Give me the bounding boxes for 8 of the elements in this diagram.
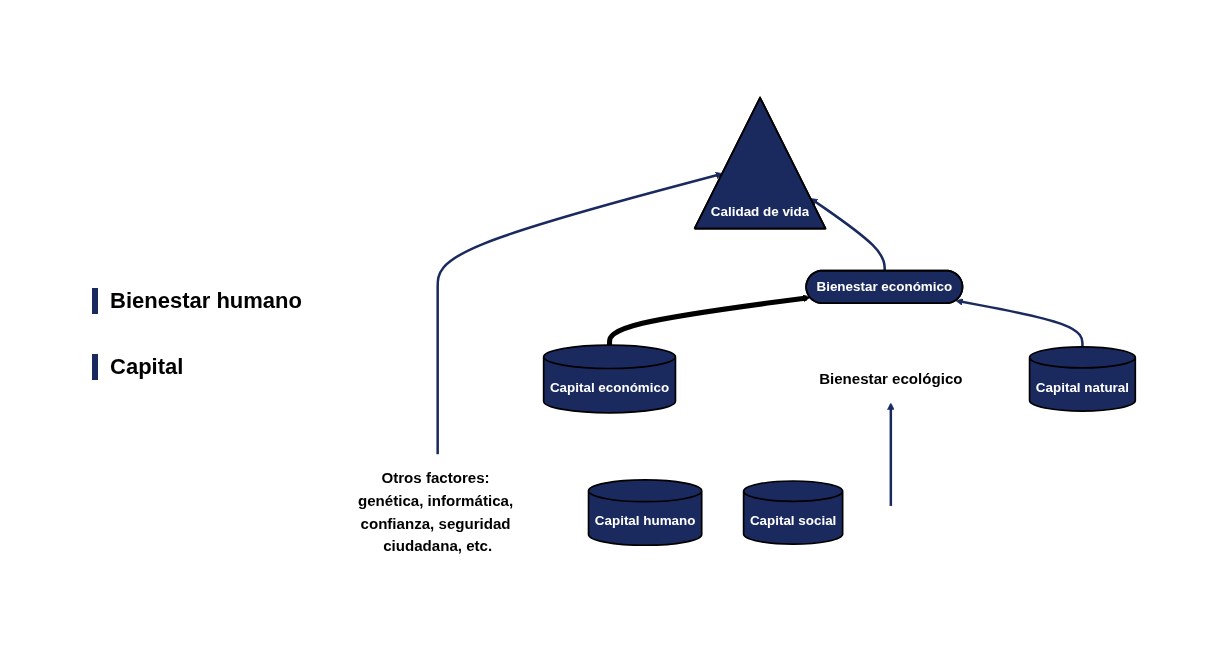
arrow xyxy=(955,297,1084,347)
bracket-label: Bienestar humano xyxy=(92,287,302,314)
arrow xyxy=(436,171,723,455)
bracket-label: Capital xyxy=(92,353,302,380)
node-text: Bienestar ecológico xyxy=(819,369,963,387)
arrow xyxy=(810,197,886,271)
node-text: Otros factores: genética, informática, confianza, seguridad ciudadana, etc. xyxy=(357,469,514,554)
arrow xyxy=(887,402,895,506)
